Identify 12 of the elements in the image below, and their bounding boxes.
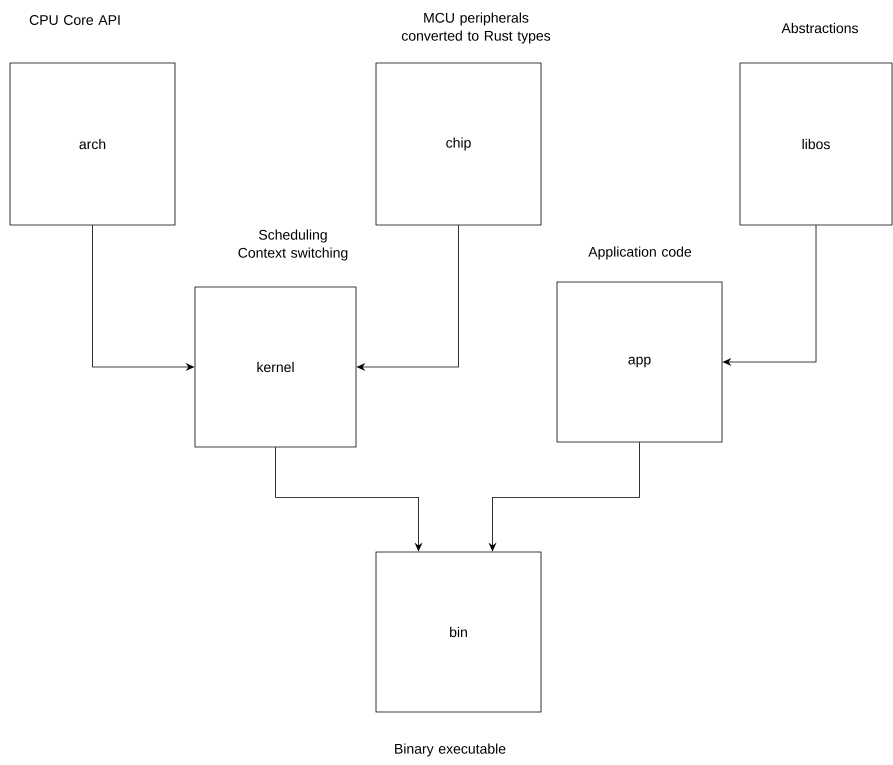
module-box: app <box>556 282 722 442</box>
module-heading: CPU Core API <box>30 15 120 25</box>
module-heading: Abstractions <box>782 22 858 34</box>
module-heading: Binary executable <box>395 743 506 757</box>
module-box: chip <box>376 62 542 226</box>
module-heading: Scheduling Context switching <box>238 229 348 261</box>
module-box: arch <box>10 62 176 226</box>
module-box: kernel <box>194 286 356 448</box>
module-box: bin <box>376 552 542 712</box>
module-box: libos <box>740 62 892 226</box>
module-heading: MCU peripherals converted to Rust types <box>402 12 550 44</box>
module-heading: Application code <box>588 246 692 260</box>
